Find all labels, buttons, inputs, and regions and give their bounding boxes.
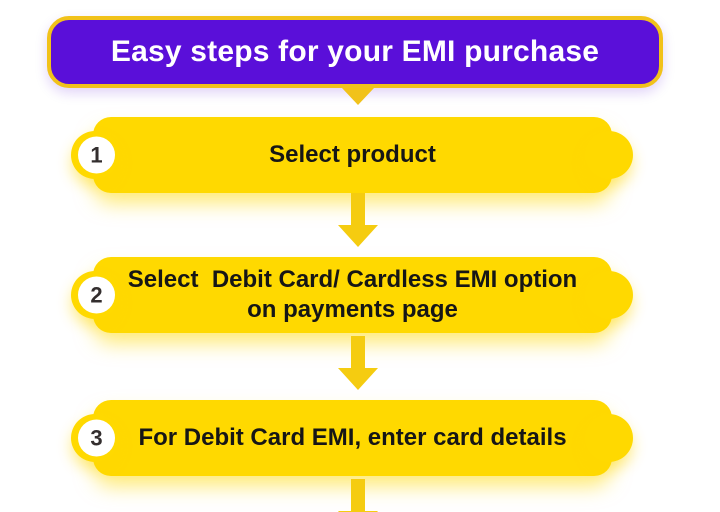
step-3-label: For Debit Card EMI, enter card details (138, 423, 567, 451)
step-3: 3 For Debit Card EMI, enter card details (78, 400, 612, 476)
header-title: Easy steps for your EMI purchase (110, 35, 600, 68)
step-1-number-badge: 1 (78, 136, 115, 174)
header-banner: Easy steps for your EMI purchase (47, 16, 663, 88)
step-2-number-badge: 2 (78, 276, 115, 314)
down-arrow-icon (338, 479, 378, 512)
down-arrow-icon (338, 336, 378, 390)
step-1-label: Select product (269, 140, 436, 168)
down-arrow-icon (338, 193, 378, 247)
step-2-label: Select Debit Card/ Cardless EMI option o… (127, 265, 578, 323)
step-2: 2 Select Debit Card/ Cardless EMI option… (78, 257, 612, 333)
header-pointer-icon (342, 88, 374, 105)
step-1: 1 Select product (78, 117, 612, 193)
step-3-number-badge: 3 (78, 419, 115, 457)
